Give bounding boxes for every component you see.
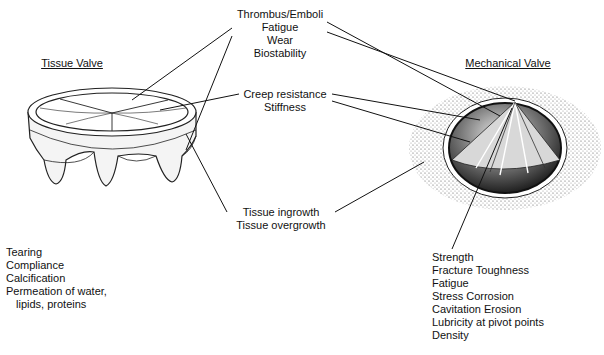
property-label: Biostability <box>254 47 307 60</box>
valve-title: Tissue Valve <box>41 57 103 70</box>
property-label: Creep resistance <box>243 88 326 101</box>
property-label: Stiffness <box>264 101 306 114</box>
property-label: Tearing <box>6 246 42 259</box>
property-label: Fatigue <box>262 21 299 34</box>
property-label: Stress Corrosion <box>432 290 514 303</box>
property-label: Compliance <box>6 259 64 272</box>
property-label: Wear <box>267 34 293 47</box>
property-label: Thrombus/Emboli <box>237 8 323 21</box>
property-label: Calcification <box>6 272 65 285</box>
property-label: Density <box>432 329 469 342</box>
property-label: Strength <box>432 251 474 264</box>
property-label: Permeation of water, lipids, proteins <box>6 285 128 311</box>
property-label: Cavitation Erosion <box>432 303 521 316</box>
property-label: Lubricity at pivot points <box>432 316 544 329</box>
valve-title: Mechanical Valve <box>465 57 550 70</box>
property-label: Tissue ingrowth <box>243 206 320 219</box>
leader-line <box>132 22 515 249</box>
tissue-valve <box>28 88 196 186</box>
property-label: Tissue overgrowth <box>236 219 325 232</box>
property-label: Fracture Toughness <box>432 264 529 277</box>
mechanical-valve <box>409 86 601 210</box>
property-label: Fatigue <box>432 277 469 290</box>
